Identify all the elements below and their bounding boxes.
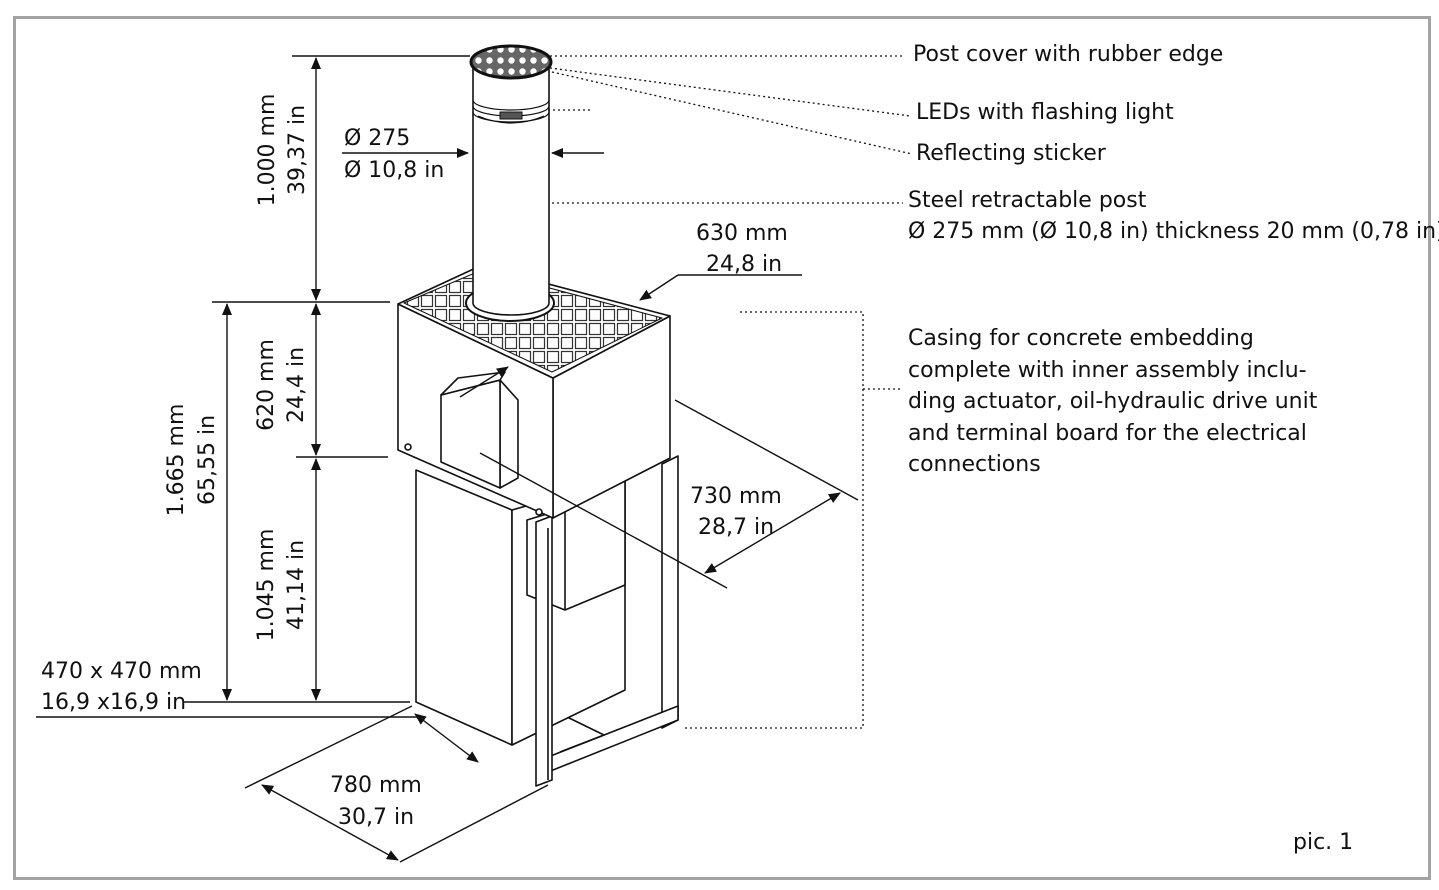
dim-diameter-in: Ø 10,8 in xyxy=(344,158,445,183)
dim-width-bottom-in: 30,7 in xyxy=(338,805,415,830)
dim-height-post-mm: 1.000 mm xyxy=(255,93,280,207)
label-reflecting-sticker: Reflecting sticker xyxy=(916,141,1106,166)
post-body xyxy=(473,66,549,303)
dim-height-total-mm: 1.665 mm xyxy=(164,403,189,517)
dim-base-mm: 470 x 470 mm xyxy=(41,659,202,684)
dim-height-lower-in: 41,14 in xyxy=(284,539,309,631)
dim-height-upper-mm: 620 mm xyxy=(254,339,279,431)
casing-description: Casing for concrete embedding complete w… xyxy=(908,323,1317,481)
reflecting-band xyxy=(499,111,523,120)
frame-leg-front xyxy=(535,515,553,787)
dim-base-in: 16,9 x16,9 in xyxy=(41,690,187,715)
casing-line: ding actuator, oil-hydraulic drive unit xyxy=(908,389,1318,414)
dim-width-top-mm: 630 mm xyxy=(696,221,788,246)
label-post-spec: Ø 275 mm (Ø 10,8 in) thickness 20 mm (0,… xyxy=(908,219,1439,244)
frame-leg-rear xyxy=(661,455,679,729)
dim-width-top-in: 24,8 in xyxy=(706,252,783,277)
figure-frame xyxy=(13,16,1431,880)
dim-diameter-mm: Ø 275 xyxy=(344,126,411,151)
dim-height-total-in: 65,55 in xyxy=(195,414,220,506)
dim-height-upper-in: 24,4 in xyxy=(284,346,309,424)
label-leds: LEDs with flashing light xyxy=(916,100,1174,125)
dim-height-post-in: 39,37 in xyxy=(285,104,310,196)
casing-line: Casing for concrete embedding xyxy=(908,326,1254,351)
label-post-cover: Post cover with rubber edge xyxy=(913,42,1224,67)
dim-depth-in: 28,7 in xyxy=(698,515,775,540)
casing-line: connections xyxy=(908,452,1041,477)
figure-caption: pic. 1 xyxy=(1293,830,1354,855)
casing-line: complete with inner assembly inclu- xyxy=(908,357,1307,383)
frame-rail-inner xyxy=(559,715,605,753)
casing-line: and terminal board for the electrical xyxy=(908,420,1307,446)
dim-width-bottom-mm: 780 mm xyxy=(330,773,422,798)
lower-casing-front xyxy=(415,469,513,746)
dim-depth-mm: 730 mm xyxy=(690,484,782,509)
label-post-title: Steel retractable post xyxy=(908,188,1147,213)
dim-height-lower-mm: 1.045 mm xyxy=(254,528,279,642)
